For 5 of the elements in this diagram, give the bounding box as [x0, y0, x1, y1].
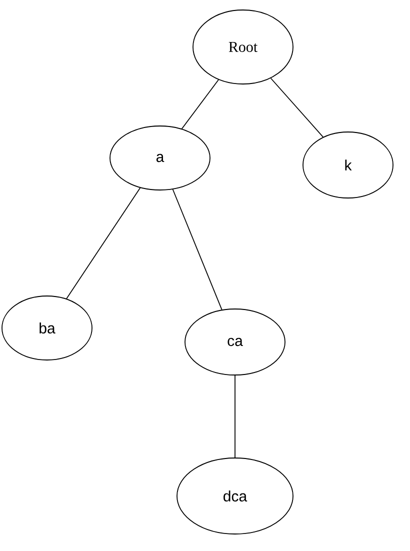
- connector-line: [234, 375, 236, 458]
- connector-line: [172, 188, 222, 310]
- connector-line: [66, 187, 141, 300]
- connector-line: [270, 78, 324, 138]
- connector-line: [181, 79, 219, 130]
